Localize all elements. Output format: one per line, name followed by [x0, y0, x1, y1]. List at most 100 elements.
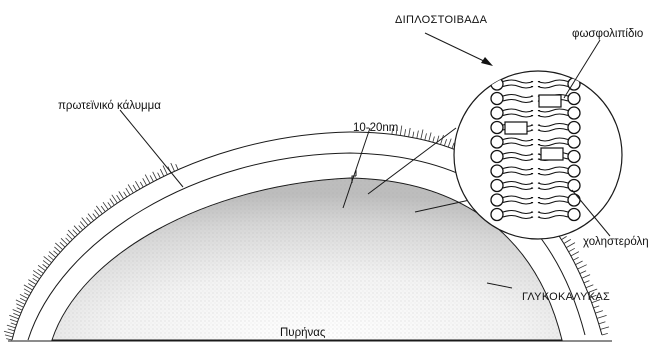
glycocalyx-hair — [54, 247, 60, 252]
glycocalyx-hair — [66, 238, 70, 242]
glycocalyx-hair — [86, 218, 91, 223]
glycocalyx-hair — [20, 294, 28, 298]
phospholipid-head — [568, 151, 580, 163]
glycocalyx-hair — [119, 191, 124, 199]
phospholipid-head — [491, 209, 503, 221]
phospholipid-head — [568, 165, 580, 177]
glycocalyx-hair — [13, 313, 19, 316]
glycocalyx-hair — [564, 239, 571, 243]
glycocalyx-hair — [10, 319, 18, 322]
glycocalyx-hair — [425, 133, 427, 140]
glycocalyx-hair — [93, 214, 97, 219]
glycocalyx-hair — [13, 310, 21, 314]
glycocalyx-hair — [54, 251, 59, 255]
phospholipid-head — [568, 180, 580, 192]
glycocalyx-hair — [43, 264, 48, 268]
glycocalyx-hair — [594, 306, 600, 308]
glycocalyx-hair — [16, 304, 23, 307]
glycocalyx-hair — [413, 132, 414, 138]
glycocalyx-hair — [95, 210, 100, 216]
glycocalyx-hair — [5, 335, 13, 337]
glycocalyx-hair — [48, 256, 53, 261]
phospholipid-head — [568, 194, 580, 206]
cholesterol-molecule — [539, 95, 561, 107]
glycocalyx-hair — [8, 329, 15, 331]
glycocalyx-hair — [4, 331, 14, 334]
glycocalyx-hair — [143, 178, 147, 185]
glycocalyx-hair — [417, 131, 419, 139]
phospholipid-head — [491, 151, 503, 163]
glycocalyx-hair — [448, 139, 451, 148]
glycocalyx-hair — [74, 226, 80, 233]
glycocalyx-hair — [135, 181, 140, 189]
glycocalyx-hair — [73, 230, 78, 235]
glycocalyx-hair — [133, 185, 137, 191]
glycocalyx-hair — [153, 172, 157, 180]
glycocalyx-hair — [110, 199, 115, 206]
glycocalyx-hair — [576, 261, 583, 265]
glycocalyx-hair — [584, 281, 590, 283]
glycocalyx-hair — [79, 226, 83, 230]
glycocalyx-hair — [128, 184, 133, 193]
glycocalyx-hair — [600, 327, 609, 330]
glycocalyx-hair — [429, 133, 431, 142]
glycocalyx-hair — [126, 188, 130, 195]
glycocalyx-hair — [28, 280, 36, 285]
phospholipid-head — [491, 93, 503, 105]
glycocalyx-hair — [597, 315, 607, 318]
glycocalyx-hair — [150, 175, 153, 181]
label-cholesterol: χοληστερόλη — [583, 236, 649, 248]
glycocalyx-hair — [409, 128, 411, 137]
glycocalyx-hair — [595, 311, 603, 314]
glycocalyx-hair — [571, 252, 579, 256]
glycocalyx-hair — [171, 163, 175, 171]
bilayer-arrow-head — [481, 57, 493, 66]
glycocalyx-hair — [103, 202, 108, 209]
glycocalyx-hair — [124, 192, 127, 197]
label-glycocalyx: ΓΛΥΚΟΚΑΛΥΚΑΣ — [522, 291, 610, 303]
glycocalyx-hair — [582, 275, 590, 279]
label-nucleus: Πυρήνας — [280, 327, 326, 339]
phospholipid-head — [491, 107, 503, 119]
glycocalyx-hair — [405, 129, 406, 136]
label-protein-coat: πρωτεϊνικό κάλυμμα — [58, 100, 161, 112]
glycocalyx-hair — [569, 248, 575, 251]
glycocalyx-hair — [160, 169, 164, 176]
phospholipid-head — [568, 107, 580, 119]
glycocalyx-hair — [7, 325, 16, 328]
glycocalyx-hair — [112, 195, 118, 203]
phospholipid-head — [491, 180, 503, 192]
label-bilayer: ΔΙΠΛΟΣΤΟΙΒΑΔΑ — [395, 14, 488, 26]
phospholipid-head — [568, 209, 580, 221]
glycocalyx-hair — [9, 315, 18, 319]
glycocalyx-hair — [67, 234, 73, 240]
phospholipid-head — [568, 93, 580, 105]
glycocalyx-hair — [80, 222, 85, 228]
label-phospholipid: φωσφολιπίδιο — [572, 28, 643, 40]
phospholipid-head — [568, 122, 580, 134]
label-thickness: 10-20nm — [353, 122, 398, 134]
glycocalyx-hair — [586, 285, 593, 288]
glycocalyx-hair — [421, 130, 423, 140]
glycocalyx-hair — [11, 323, 17, 325]
glycocalyx-hair — [566, 243, 575, 248]
glycocalyx-hair — [400, 126, 402, 136]
phospholipid-head — [491, 194, 503, 206]
glycocalyx-hair — [38, 269, 44, 273]
glycocalyx-hair — [24, 293, 29, 296]
glycocalyx-hair — [20, 298, 26, 301]
phospholipid-head — [491, 122, 503, 134]
glycocalyx-hair — [33, 274, 40, 278]
glycocalyx-hair — [38, 265, 45, 270]
phospholipid-head — [491, 165, 503, 177]
glycocalyx-hair — [145, 175, 150, 184]
glycocalyx-hair — [599, 322, 606, 324]
glycocalyx-hair — [140, 182, 143, 187]
glycocalyx-hair — [60, 242, 65, 247]
glycocalyx-hair — [108, 202, 112, 207]
glycocalyx-hair — [16, 300, 25, 304]
glycocalyx-hair — [602, 333, 608, 335]
glycocalyx-hair — [88, 214, 94, 221]
